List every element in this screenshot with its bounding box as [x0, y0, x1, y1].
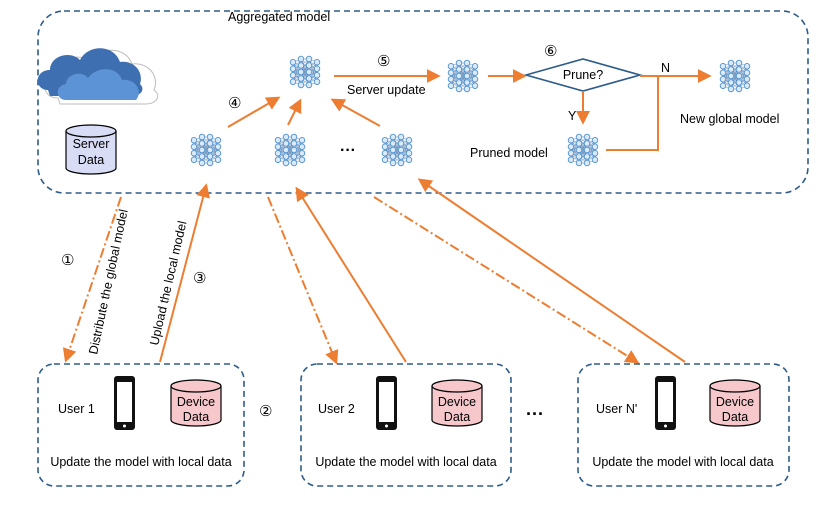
local-model-1-icon [190, 133, 222, 167]
server-box [37, 10, 809, 194]
users-ellipsis: ··· [526, 404, 544, 424]
device-db-label-1: Device [716, 395, 754, 409]
distribute-edge-label: Distribute the global model [86, 208, 130, 356]
user-name: User 1 [58, 402, 95, 416]
user-box-2: User 2 Device Data Update the model with… [300, 363, 512, 487]
device-data-database: Device Data [170, 379, 222, 427]
server-ellipsis: ··· [340, 142, 356, 159]
new-global-model-icon [719, 59, 751, 93]
user-name: User N' [596, 402, 637, 416]
device-db-label-2: Data [722, 410, 748, 424]
neural-network-icons [190, 55, 751, 167]
server-updated-model-icon [447, 59, 479, 93]
user-name: User 2 [318, 402, 355, 416]
prune-question-label: Prune? [563, 68, 603, 82]
step-5-marker: ⑤ [377, 53, 390, 70]
step-6-marker: ⑥ [544, 43, 557, 60]
user-box-n: User N' Device Data Update the model wit… [577, 363, 790, 487]
device-db-label-1: Device [438, 395, 476, 409]
prune-decision-diamond: Prune? [523, 58, 643, 92]
arrow-pruned-merge [606, 76, 659, 151]
arrow-step4-to-aggregated [227, 96, 281, 128]
arrow-localN-to-aggregated [330, 98, 381, 127]
arrow-local2-to-aggregated [287, 98, 302, 126]
server-data-database: Server Data [65, 124, 117, 175]
user-caption: Update the model with local data [315, 455, 496, 469]
step-4-marker: ④ [228, 95, 241, 112]
user-box-1: User 1 Device Data Update the model with… [37, 363, 245, 487]
server-db-label-1: Server [73, 137, 110, 151]
server-db-label-2: Data [78, 153, 104, 167]
arrow-distribute-userN [373, 196, 640, 364]
server-update-label: Server update [347, 83, 426, 97]
device-db-label-2: Data [183, 410, 209, 424]
no-branch-label: N [661, 61, 670, 75]
user-caption: Update the model with local data [592, 455, 773, 469]
aggregated-model-label: Aggregated model [228, 10, 330, 24]
step-2-marker: ② [259, 403, 272, 420]
yes-branch-label: Y [568, 109, 577, 123]
device-db-label-1: Device [177, 395, 215, 409]
phone-icon [376, 376, 397, 430]
step-3-marker: ③ [193, 270, 206, 287]
device-data-database: Device Data [431, 379, 483, 427]
arrow-upload-user2 [295, 186, 407, 363]
user-caption: Update the model with local data [50, 455, 231, 469]
aggregated-model-icon [289, 55, 321, 89]
new-global-model-label: New global model [680, 112, 779, 126]
arrow-distribute-user1 [62, 196, 122, 363]
cloud-icon [37, 48, 159, 105]
device-data-database: Device Data [709, 379, 761, 427]
device-db-label-2: Data [444, 410, 470, 424]
client-arrows [62, 178, 686, 365]
local-model-n-icon [381, 133, 413, 167]
phone-icon [114, 376, 135, 430]
phone-icon [655, 376, 676, 430]
server-arrows [227, 69, 712, 151]
arrow-upload-userN [417, 178, 686, 363]
pruned-model-icon [567, 133, 599, 167]
local-model-2-icon [274, 133, 306, 167]
arrow-distribute-user2 [267, 196, 339, 365]
arrow-upload-user1 [159, 183, 210, 363]
step-1-marker: ① [61, 252, 74, 269]
pruned-model-label: Pruned model [470, 146, 548, 160]
